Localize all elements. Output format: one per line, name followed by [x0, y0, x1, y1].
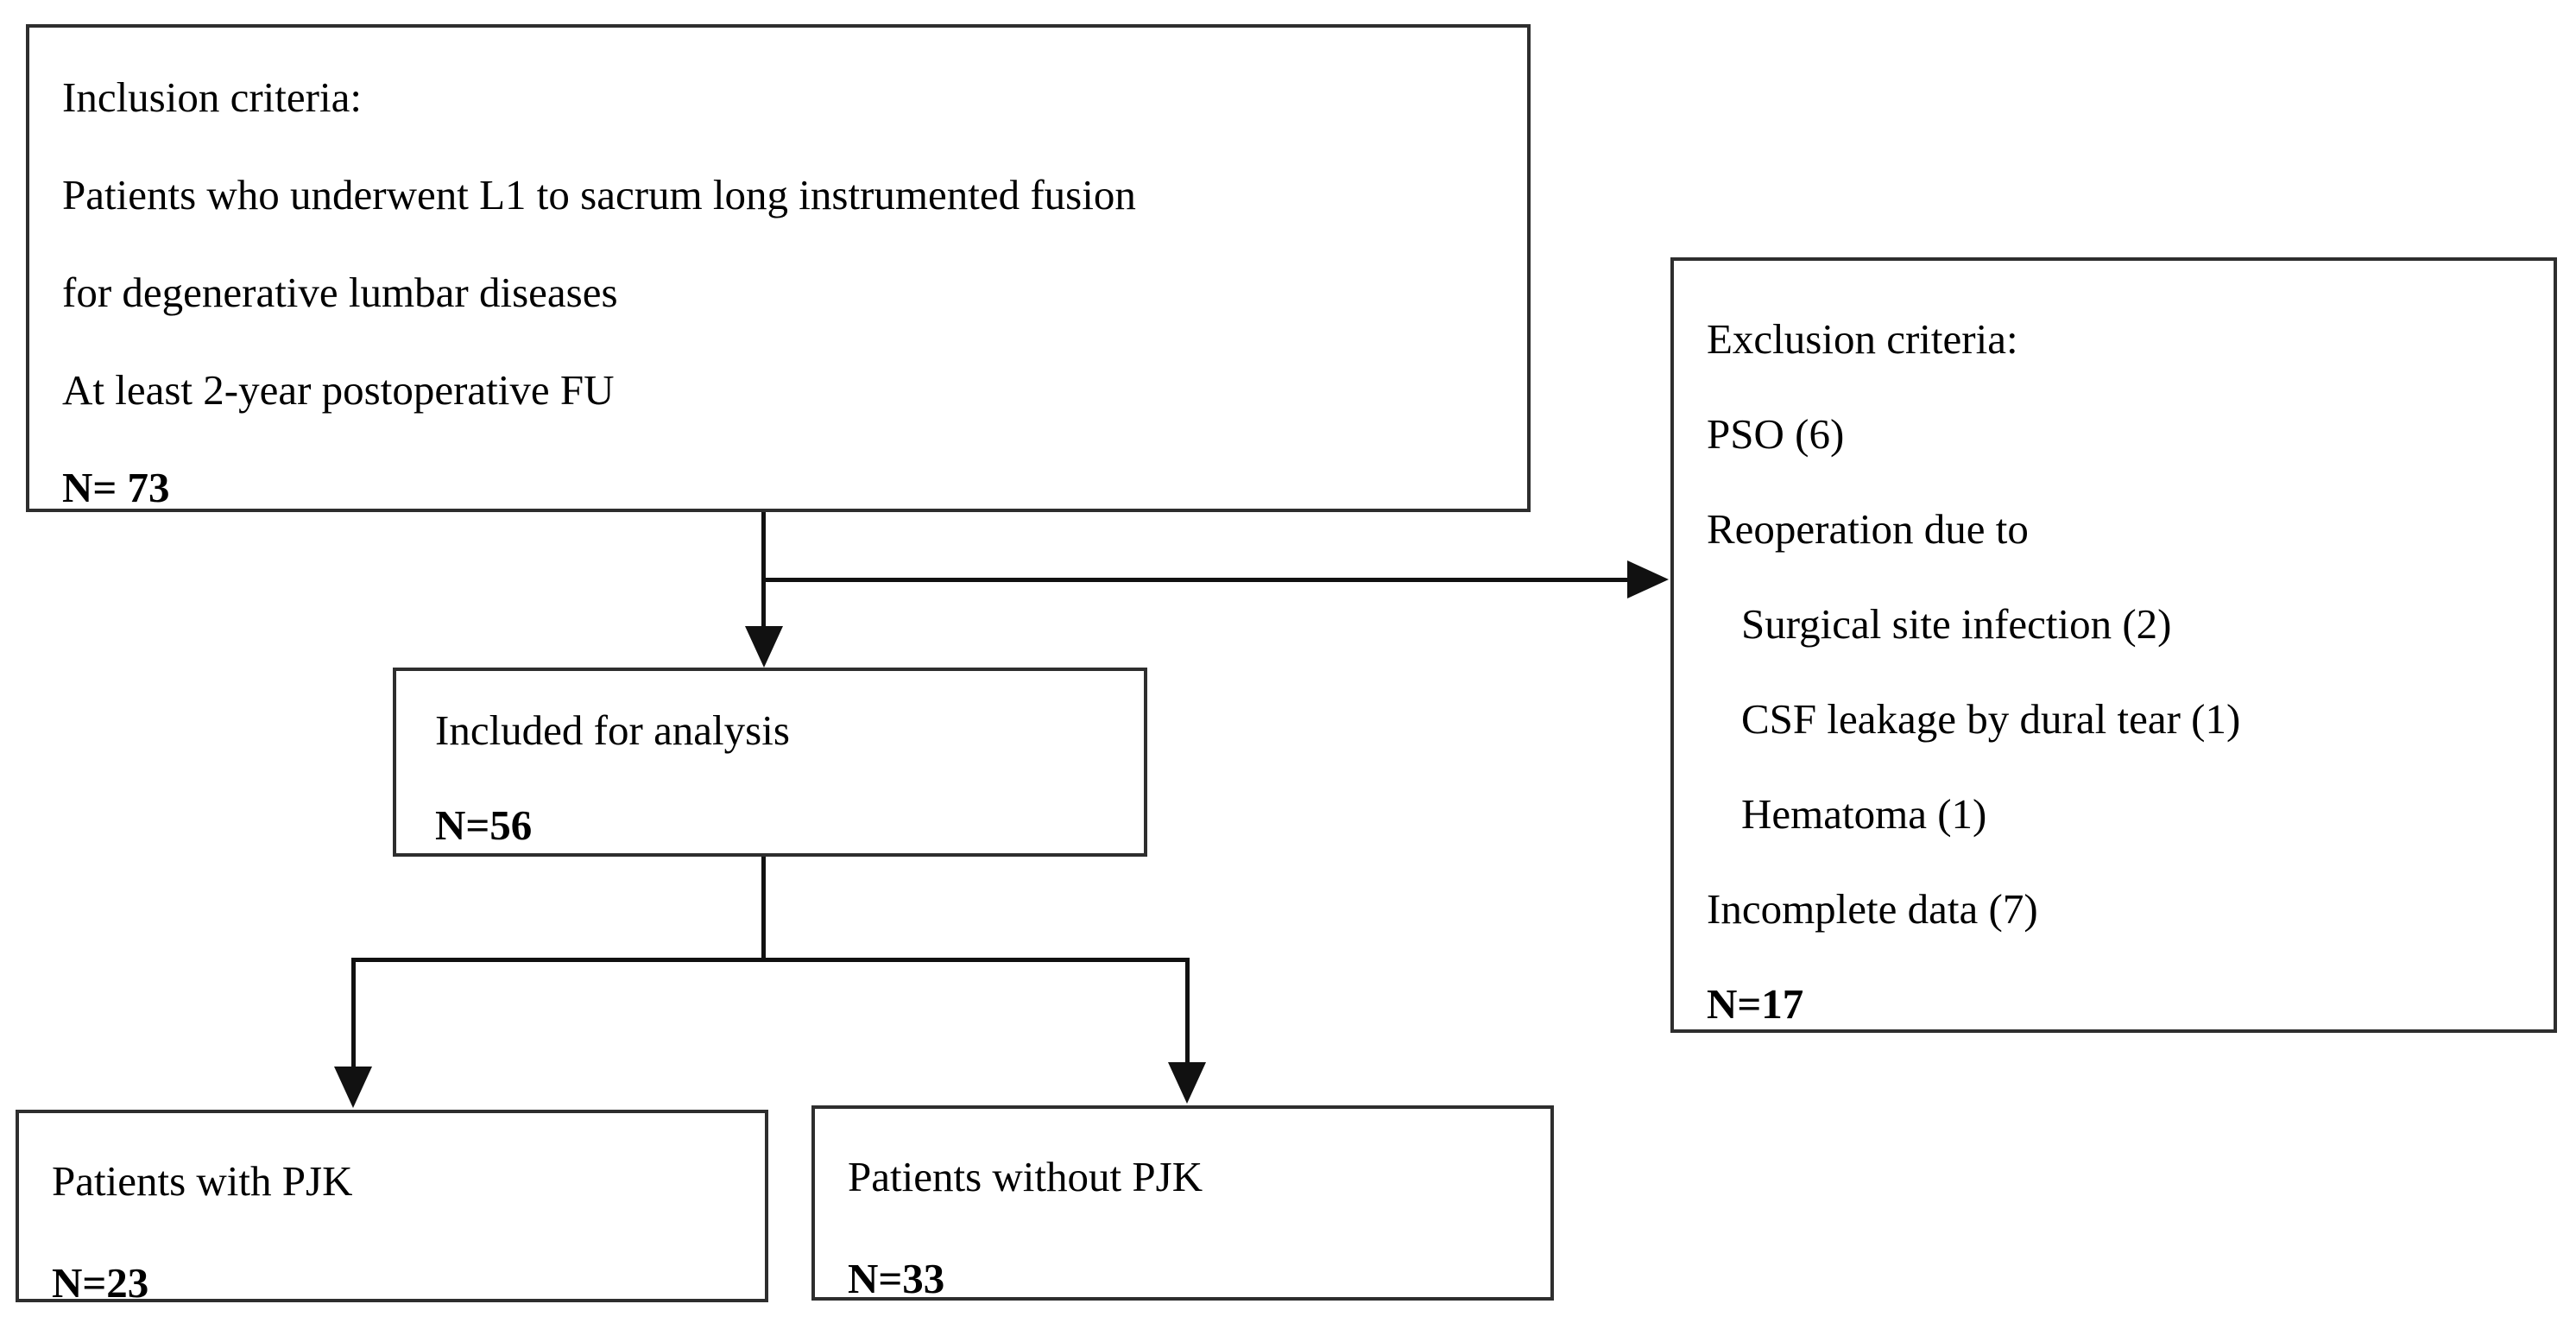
- connector-to-exclusion-line: [761, 578, 1629, 582]
- pjk-n-count: N=23: [52, 1259, 149, 1307]
- inclusion-title: Inclusion criteria:: [62, 73, 362, 121]
- exclusion-item: CSF leakage by dural tear (1): [1741, 695, 2241, 743]
- pjk-title: Patients with PJK: [52, 1157, 353, 1205]
- included-for-analysis-box: Included for analysis N=56: [393, 668, 1147, 857]
- patients-without-pjk-box: Patients without PJK N=33: [811, 1105, 1554, 1302]
- exclusion-item: Surgical site infection (2): [1741, 600, 2172, 648]
- exclusion-n-count: N=17: [1707, 980, 1804, 1028]
- inclusion-line: Patients who underwent L1 to sacrum long…: [62, 171, 1136, 218]
- inclusion-criteria-box: Inclusion criteria: Patients who underwe…: [26, 24, 1531, 512]
- connector-inclusion-to-analysis-line: [761, 512, 766, 630]
- exclusion-item: PSO (6): [1707, 410, 1845, 458]
- analysis-title: Included for analysis: [435, 706, 790, 754]
- analysis-n-count: N=56: [435, 801, 533, 849]
- exclusion-item: Hematoma (1): [1741, 790, 1987, 838]
- no-pjk-title: Patients without PJK: [848, 1153, 1203, 1200]
- inclusion-line: for degenerative lumbar diseases: [62, 269, 618, 316]
- arrow-to-exclusion-icon: [1627, 560, 1669, 598]
- arrow-to-pjk-icon: [334, 1067, 372, 1108]
- exclusion-item: Incomplete data (7): [1707, 885, 2038, 933]
- inclusion-n-count: N= 73: [62, 464, 170, 511]
- patients-with-pjk-box: Patients with PJK N=23: [16, 1110, 768, 1307]
- inclusion-line: At least 2-year postoperative FU: [62, 366, 615, 414]
- no-pjk-n-count: N=33: [848, 1255, 945, 1302]
- exclusion-title: Exclusion criteria:: [1707, 315, 2018, 363]
- connector-fork-to-no-pjk-line: [1185, 958, 1190, 1065]
- connector-analysis-to-fork-line: [761, 857, 766, 961]
- connector-fork-horizontal-line: [351, 958, 1189, 962]
- arrow-inclusion-to-analysis-icon: [745, 626, 783, 668]
- connector-fork-to-pjk-line: [351, 958, 356, 1069]
- arrow-to-no-pjk-icon: [1168, 1062, 1206, 1104]
- exclusion-criteria-box: Exclusion criteria: PSO (6) Reoperation …: [1670, 257, 2557, 1033]
- exclusion-item: Reoperation due to: [1707, 505, 2029, 553]
